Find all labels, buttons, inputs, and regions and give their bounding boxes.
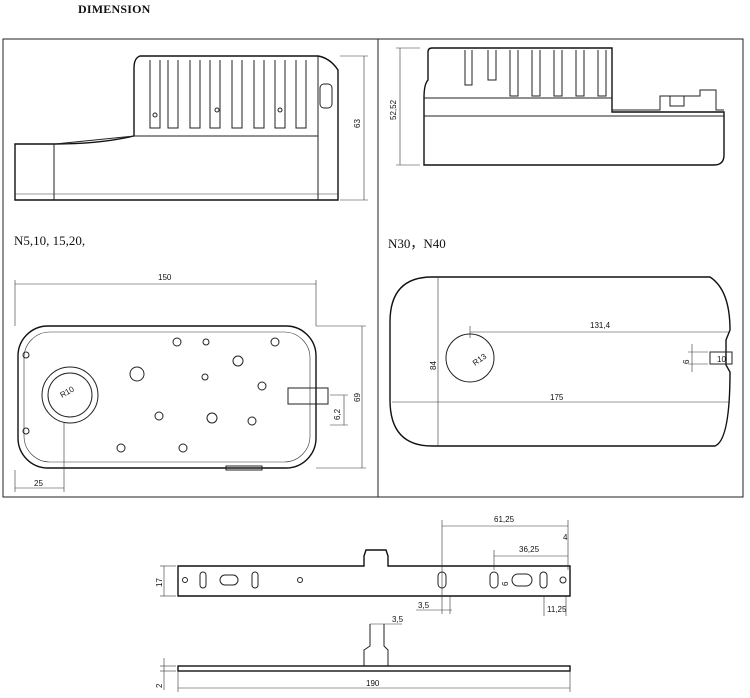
dim-depth-left: 69 [353, 393, 362, 402]
dim-shaft-offset: 6,2 [333, 408, 342, 420]
dim-bracket-1125: 11,25 [547, 605, 567, 614]
side-view-small: 63 [14, 55, 368, 201]
dim-width-top-left: 150 [158, 273, 172, 282]
dim-bracket-36: 36,25 [519, 545, 540, 554]
dim-hole-to-edge: 131,4 [590, 321, 611, 330]
dim-height-right: 52,52 [389, 99, 398, 120]
dim-tab-height: 6 [682, 359, 691, 364]
drawing-frame [2, 38, 744, 498]
dim-plate-tab: 3,5 [392, 615, 404, 624]
dim-bracket-35: 3,5 [418, 601, 430, 610]
dim-radius-right: R13 [471, 352, 489, 368]
plan-view-small: 150 R10 25 69 [14, 273, 366, 492]
dim-plate-length: 190 [366, 679, 380, 688]
bracket-front: 17 61,25 36,25 4 6 3,5 11,25 [155, 515, 571, 616]
dim-height-left: 63 [353, 119, 362, 128]
side-view-large: 52,52 [389, 47, 725, 166]
dim-bracket-6: 6 [501, 581, 510, 586]
dim-radius-left: R10 [59, 384, 77, 399]
model-label-right: N30，N40 [388, 236, 446, 251]
model-label-left: N5,10, 15,20, [14, 233, 86, 248]
page-heading: DIMENSION [78, 2, 151, 16]
dim-width-right: 175 [550, 393, 564, 402]
dim-bracket-4: 4 [563, 533, 568, 542]
dim-depth-right: 84 [429, 361, 438, 370]
plate-side: 3,5 2 190 [155, 615, 571, 692]
dim-bracket-height: 17 [155, 578, 164, 587]
dim-bracket-61: 61,25 [494, 515, 515, 524]
dim-bottom-offset: 25 [34, 479, 43, 488]
dim-tab-width: 10 [717, 355, 726, 364]
dim-plate-thickness: 2 [155, 683, 164, 688]
plan-view-large: R13 10 131,4 175 84 6 [389, 276, 733, 447]
